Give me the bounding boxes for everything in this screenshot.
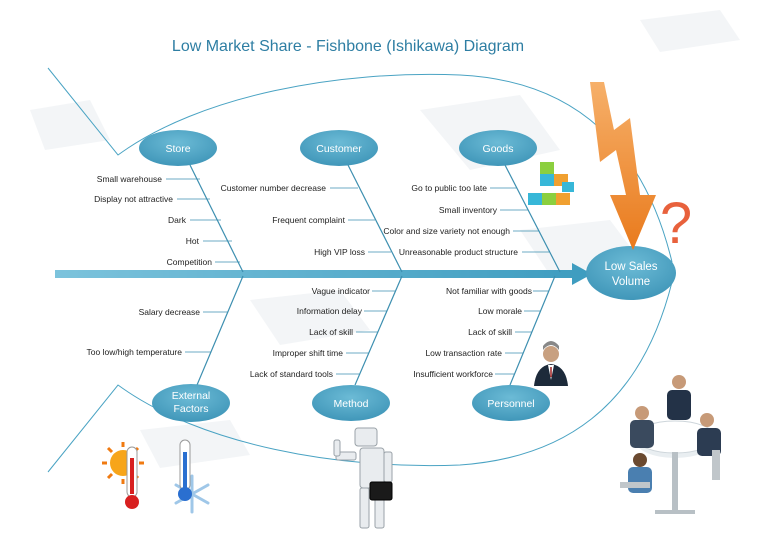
category-label: Personnel <box>487 398 534 410</box>
cause-label: Dark <box>168 215 187 225</box>
goods-causes: Go to public too late Small inventory Co… <box>383 183 518 257</box>
question-mark-icon: ? <box>660 191 692 256</box>
category-label: Customer <box>316 143 362 155</box>
cause-label: Color and size variety not enough <box>383 226 510 236</box>
category-label: Method <box>333 398 368 410</box>
background-decoration <box>30 10 740 468</box>
bones <box>189 164 561 386</box>
category-label: Goods <box>483 143 514 155</box>
cause-label: Small inventory <box>439 205 498 215</box>
category-customer[interactable]: Customer <box>300 130 378 166</box>
store-causes: Small warehouse Display not attractive D… <box>94 174 212 267</box>
cause-label: Competition <box>167 257 213 267</box>
cause-label: Display not attractive <box>94 194 173 204</box>
customer-causes: Customer number decrease Frequent compla… <box>221 183 365 257</box>
svg-text:?: ? <box>660 191 692 256</box>
blocks-icon <box>528 162 574 205</box>
personnel-causes: Not familiar with goods Low morale Lack … <box>413 286 532 379</box>
head-label: Volume <box>612 276 650 288</box>
page-title: Low Market Share - Fishbone (Ishikawa) D… <box>172 38 524 55</box>
sun-thermometer-icon <box>102 442 144 509</box>
cause-label: Frequent complaint <box>272 215 345 225</box>
cause-label: Low transaction rate <box>425 348 502 358</box>
cause-label: Improper shift time <box>273 348 344 358</box>
method-causes: Vague indicator Information delay Lack o… <box>250 286 370 379</box>
category-goods[interactable]: Goods <box>459 130 537 166</box>
category-method[interactable]: Method <box>312 385 390 421</box>
cause-label: Low morale <box>478 306 522 316</box>
cause-label: Unreasonable product structure <box>399 247 518 257</box>
category-label: External <box>172 390 211 402</box>
problem-head[interactable]: Low Sales Volume <box>586 246 676 300</box>
cause-label: Lack of skill <box>468 327 512 337</box>
cause-label: Vague indicator <box>312 286 371 296</box>
cause-label: Information delay <box>297 306 363 316</box>
cause-label: Hot <box>186 236 200 246</box>
cause-label: Salary decrease <box>139 307 201 317</box>
cause-label: Insufficient workforce <box>413 369 493 379</box>
category-store[interactable]: Store <box>139 130 217 166</box>
external-causes: Salary decrease Too low/high temperature <box>87 307 201 357</box>
cause-label: Not familiar with goods <box>446 286 532 296</box>
businessman-icon <box>534 341 568 386</box>
category-label: Store <box>165 143 190 155</box>
cause-label: High VIP loss <box>314 247 365 257</box>
snow-thermometer-icon <box>174 439 210 514</box>
robot-worker-icon <box>333 427 393 529</box>
down-arrow-icon <box>590 82 656 250</box>
spine-arrow <box>55 263 592 285</box>
cause-label: Lack of standard tools <box>250 369 333 379</box>
head-label: Low Sales <box>604 261 657 273</box>
cause-label: Small warehouse <box>97 174 162 184</box>
category-label: Factors <box>173 403 208 415</box>
category-external-factors[interactable]: External Factors <box>152 384 230 422</box>
cause-label: Lack of skill <box>309 327 353 337</box>
cause-label: Go to public too late <box>411 183 487 193</box>
cause-label: Too low/high temperature <box>87 347 183 357</box>
category-personnel[interactable]: Personnel <box>472 385 550 421</box>
cause-ticks <box>166 178 550 375</box>
cause-label: Customer number decrease <box>221 183 327 193</box>
meeting-icon <box>620 375 721 514</box>
